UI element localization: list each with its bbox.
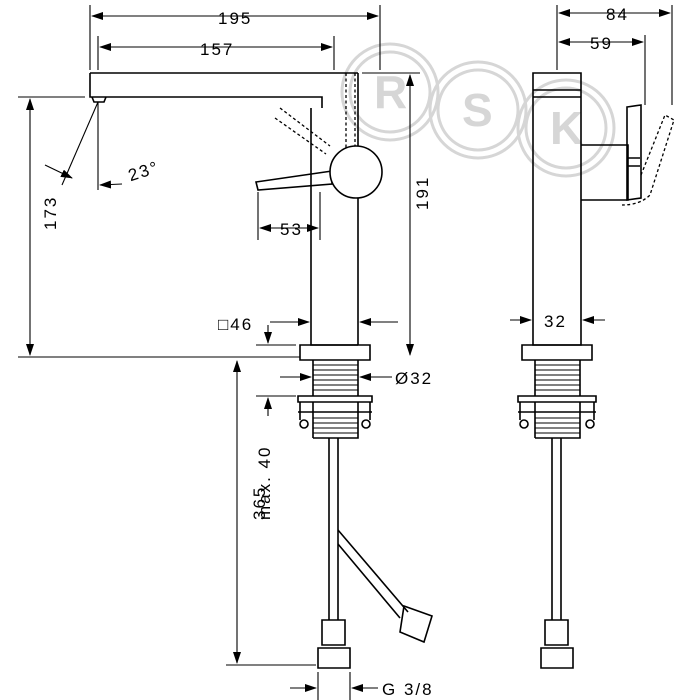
watermark-letter-r: R — [374, 66, 407, 118]
thread-upper — [313, 364, 358, 391]
thread-lower — [313, 417, 358, 434]
dim-spout-angle: 23° — [126, 157, 162, 185]
dim-thread-diameter: Ø32 — [395, 369, 433, 388]
front-view-faucet — [89, 72, 433, 669]
watermark-logo: R S K — [340, 42, 616, 178]
dim-total-reach: 195 — [218, 9, 252, 28]
dim-body-width: 32 — [544, 312, 567, 331]
dim-max-clamp: max. 40 — [255, 446, 274, 520]
side-view-dimensions: 84 59 32 — [510, 5, 673, 331]
dim-lever-depth: 59 — [590, 34, 613, 53]
dim-hose-connection: G 3/8 — [382, 680, 434, 699]
dim-lever-offset: 53 — [280, 220, 303, 239]
dim-hose-length: 365 — [250, 486, 269, 520]
side-view-faucet — [517, 72, 675, 669]
dim-body-height: 191 — [413, 176, 432, 210]
dim-total-depth: 84 — [606, 5, 629, 24]
front-view-dimensions: 195 157 23° 173 191 53 □46 Ø32 ma — [18, 5, 434, 700]
dim-spout-height: 173 — [41, 196, 60, 230]
side-thread-upper — [535, 364, 580, 391]
side-thread-lower — [535, 417, 580, 434]
watermark-letter-k: K — [550, 102, 583, 154]
watermark-letter-s: S — [462, 84, 493, 136]
dim-body-square: □46 — [218, 315, 253, 334]
dim-spout-reach: 157 — [200, 40, 234, 59]
